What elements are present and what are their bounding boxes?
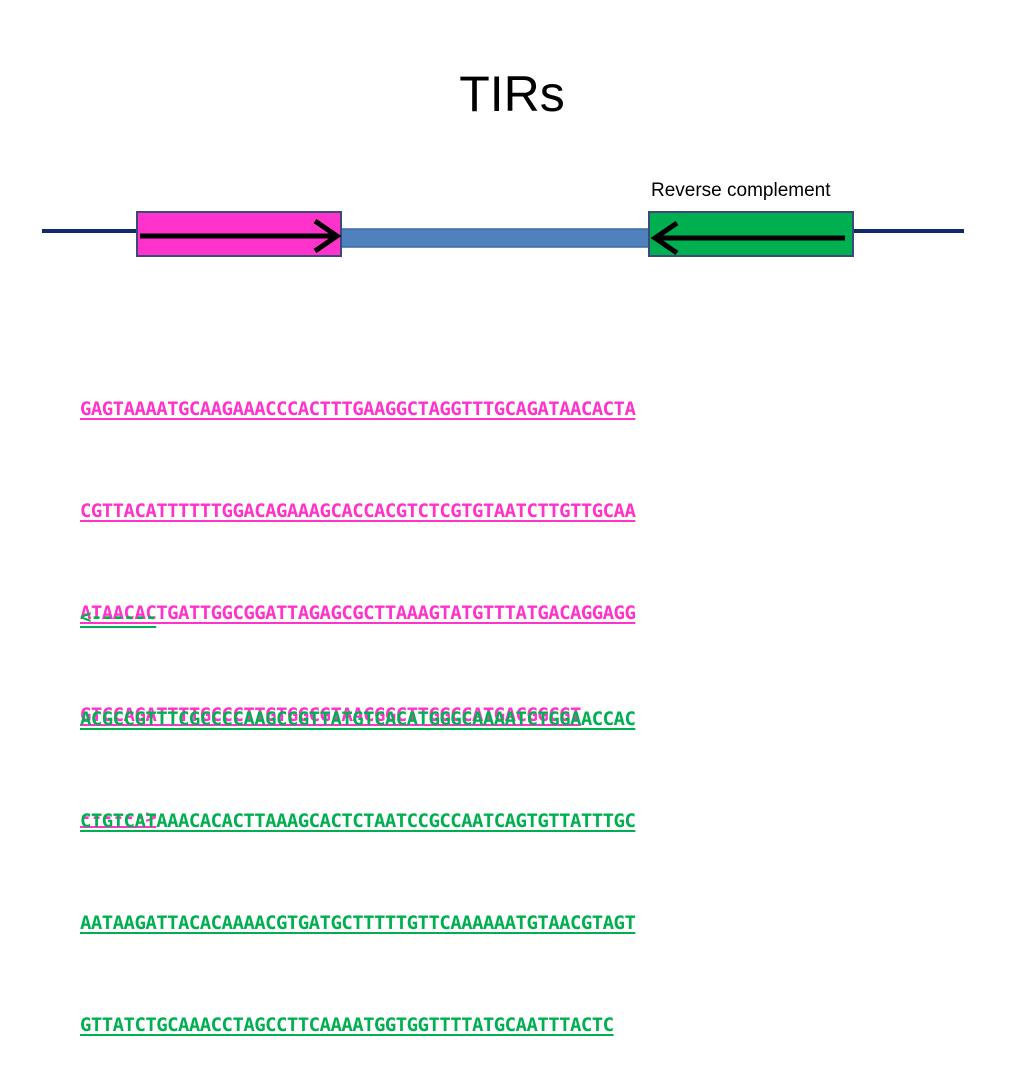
- reverse-tir-sequence: <------ ACGCCGTTTCGCCCCAAGCCGTTATGTCACAT…: [80, 532, 636, 1076]
- sequence-line: GTCCAGATTTTGCCCTTGTGGCGTAACGGCTTGGCCATGA…: [80, 704, 581, 726]
- forward-tir-sequence: GAGTAAAATGCAAGAAACCCACTTTGAAGGCTAGGTTTGC…: [80, 324, 636, 868]
- slide-title: TIRs: [459, 66, 565, 122]
- sequence-line: ATAACACTGATTGGCGGATTAGAGCGCTTAAAGTATGTTT…: [80, 602, 636, 624]
- sequence-line: GAGTAAAATGCAAGAAACCCACTTTGAAGGCTAGGTTTGC…: [80, 398, 636, 420]
- right-arrow-icon: [140, 218, 342, 254]
- reverse-tir-box: [648, 211, 854, 257]
- sequence-line: CGTTACATTTTTTGGACAGAAAGCACCACGTCTCGTGTAA…: [80, 500, 636, 522]
- sequence-line: ACGCCGTTTCGCCCCAAGCCGTTATGTCACATGGGCAAAA…: [80, 708, 636, 730]
- reverse-direction-marker: <------: [80, 606, 157, 628]
- sequence-line: GTTATCTGCAAACCTAGCCTTCAAAATGGTGGTTTTATGC…: [80, 1014, 614, 1036]
- tir-diagram: [42, 211, 964, 257]
- sequence-line: AATAAGATTACACAAAACGTGATGCTTTTTGTTCAAAAAA…: [80, 912, 636, 934]
- reverse-complement-label: Reverse complement: [651, 180, 831, 201]
- left-arrow-icon: [650, 220, 845, 256]
- middle-region-bar: [340, 228, 650, 248]
- sequence-line: CTGTCATAAACACACTTAAAGCACTCTAATCCGCCAATCA…: [80, 810, 636, 832]
